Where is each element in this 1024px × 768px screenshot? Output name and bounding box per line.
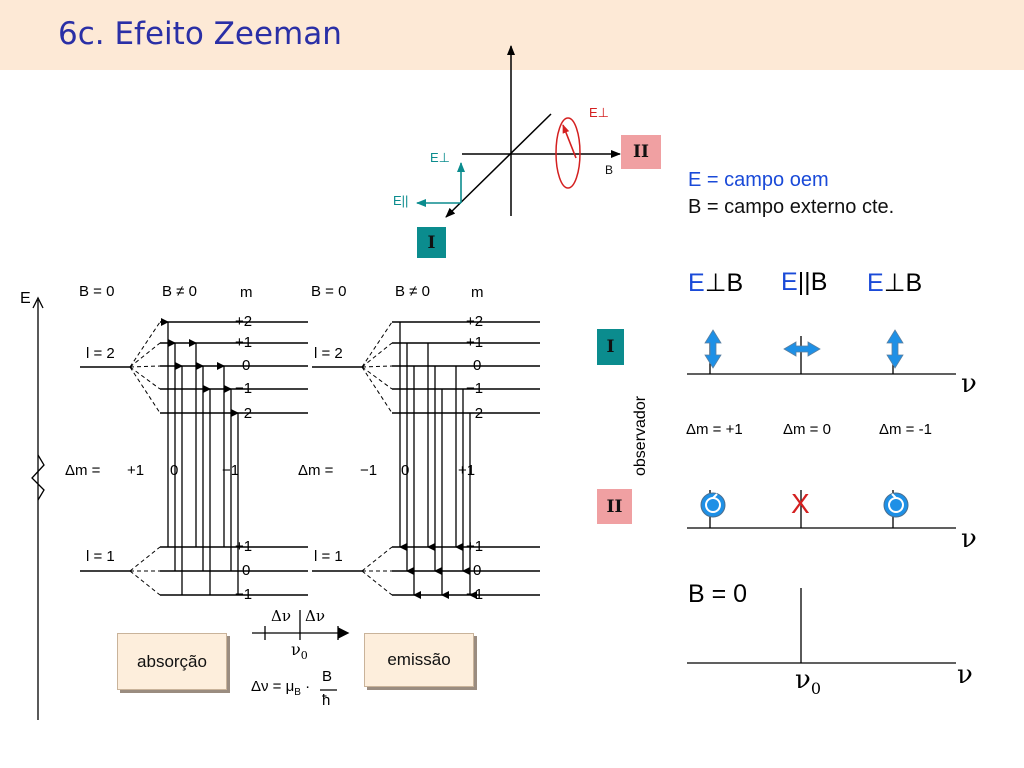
emi-l-lower-label: l = 1 bbox=[314, 548, 343, 565]
b-zero-label: B = 0 bbox=[688, 580, 748, 608]
abs-m-upper-value: −2 bbox=[235, 405, 253, 422]
emi-dm-value: −1 bbox=[360, 462, 378, 479]
abs-m-lower-value: −1 bbox=[235, 586, 253, 603]
observer-one-box: I bbox=[417, 227, 446, 258]
emi-b-zero-header: B = 0 bbox=[311, 283, 347, 300]
split-fan-line bbox=[361, 366, 393, 390]
observer-label: observador bbox=[632, 395, 649, 476]
title-bar bbox=[0, 0, 1024, 70]
emi-m-upper-value: +1 bbox=[466, 334, 484, 351]
frequency-scale bbox=[252, 610, 350, 640]
energy-axis-label: E bbox=[20, 290, 31, 307]
circular-polarization-icon bbox=[700, 492, 726, 518]
spectrum-header-perp-1: E⊥B bbox=[688, 269, 744, 297]
emi-m-upper-value: 0 bbox=[473, 357, 482, 374]
abs-b-nonzero-header: B ≠ 0 bbox=[162, 283, 197, 300]
polarization-ellipse bbox=[555, 117, 581, 189]
delta-nu-right: Δν bbox=[305, 607, 325, 625]
legend-b-field: B = campo externo cte. bbox=[688, 196, 895, 218]
spectrum-observer-one-box: I bbox=[597, 329, 624, 365]
formula-numerator: B bbox=[322, 668, 333, 685]
emi-m-header: m bbox=[471, 284, 484, 301]
delta-nu-left: Δν bbox=[271, 607, 291, 625]
spectrum-baseline-one bbox=[687, 336, 956, 375]
dm-zero-label: Δm = 0 bbox=[783, 421, 831, 438]
formula-denominator: ħ bbox=[322, 692, 331, 709]
emi-m-lower-value: −1 bbox=[466, 586, 484, 603]
vertical-polarization-arrow bbox=[886, 329, 904, 369]
nu-axis-label: ν bbox=[957, 660, 973, 690]
split-fan-line bbox=[361, 366, 393, 414]
emi-dm-value: 0 bbox=[401, 462, 410, 479]
nu-axis-label: ν bbox=[961, 369, 977, 399]
emi-m-upper-value: −1 bbox=[466, 380, 484, 397]
nu-axis-label: ν bbox=[961, 524, 977, 554]
abs-l-upper-label: l = 2 bbox=[86, 345, 115, 362]
abs-m-upper-value: −1 bbox=[235, 380, 253, 397]
emi-m-lower-value: +1 bbox=[466, 538, 484, 555]
abs-m-upper-value: 0 bbox=[242, 357, 251, 374]
e-parallel-label: E|| bbox=[393, 193, 409, 208]
emi-l-upper-label: l = 2 bbox=[314, 345, 343, 362]
emission-caption: emissão bbox=[364, 633, 474, 687]
spectrum-header-perp-2: E⊥B bbox=[867, 269, 923, 297]
abs-dm-label: Δm = bbox=[65, 462, 101, 479]
dm-minus-one-label: Δm = -1 bbox=[879, 421, 932, 438]
spectrum-baseline-zero bbox=[687, 588, 956, 664]
observer-two-box: II bbox=[621, 135, 661, 169]
abs-m-lower-value: 0 bbox=[242, 562, 251, 579]
e-perp-teal-label: E⊥ bbox=[430, 150, 450, 165]
diagonal-axis bbox=[445, 113, 552, 218]
split-fan-line bbox=[129, 366, 161, 390]
circular-polarization-icon bbox=[883, 492, 909, 518]
abs-b-zero-header: B = 0 bbox=[79, 283, 115, 300]
emi-m-lower-value: 0 bbox=[473, 562, 482, 579]
nu-zero-center: ν0 bbox=[291, 640, 308, 663]
abs-m-upper-value: +1 bbox=[235, 334, 253, 351]
abs-dm-value: −1 bbox=[222, 462, 240, 479]
spectrum-header-par: E||B bbox=[781, 268, 828, 296]
absorption-level-lines bbox=[80, 318, 308, 596]
abs-dm-value: +1 bbox=[127, 462, 145, 479]
frequency-formula: Δν = μB · bbox=[251, 678, 311, 698]
split-fan-line bbox=[129, 366, 161, 414]
split-fan-line bbox=[129, 365, 161, 368]
absorption-caption: absorção bbox=[117, 633, 227, 690]
nu-zero-label: ν0 bbox=[795, 665, 821, 699]
split-fan-line bbox=[361, 321, 393, 368]
vertical-polarization-arrow bbox=[704, 329, 722, 369]
b-axis-label: B bbox=[605, 163, 614, 177]
spectrum-observer-two-box: II bbox=[597, 489, 632, 524]
emission-level-lines bbox=[312, 321, 540, 599]
emi-m-upper-value: −2 bbox=[466, 405, 484, 422]
emi-m-upper-value: +2 bbox=[466, 313, 484, 330]
red-field-arrow bbox=[562, 124, 577, 159]
e-perp-red-label: E⊥ bbox=[589, 105, 609, 120]
abs-l-lower-label: l = 1 bbox=[86, 548, 115, 565]
abs-m-header: m bbox=[240, 284, 253, 301]
cross-mark: X bbox=[791, 488, 810, 519]
dm-plus-one-label: Δm = +1 bbox=[686, 421, 743, 438]
abs-dm-value: 0 bbox=[170, 462, 179, 479]
abs-m-upper-value: +2 bbox=[235, 313, 253, 330]
page-title: 6c. Efeito Zeeman bbox=[58, 16, 342, 52]
horizontal-polarization-arrow bbox=[783, 341, 821, 357]
spectrum-baseline-two bbox=[687, 490, 956, 529]
emi-dm-label: Δm = bbox=[298, 462, 334, 479]
energy-axis bbox=[31, 296, 45, 720]
legend-e-field: E = campo oem bbox=[688, 169, 829, 191]
split-fan-line bbox=[129, 321, 161, 368]
emi-dm-value: +1 bbox=[458, 462, 476, 479]
split-fan-line bbox=[361, 365, 393, 368]
abs-m-lower-value: +1 bbox=[235, 538, 253, 555]
emi-b-nonzero-header: B ≠ 0 bbox=[395, 283, 430, 300]
